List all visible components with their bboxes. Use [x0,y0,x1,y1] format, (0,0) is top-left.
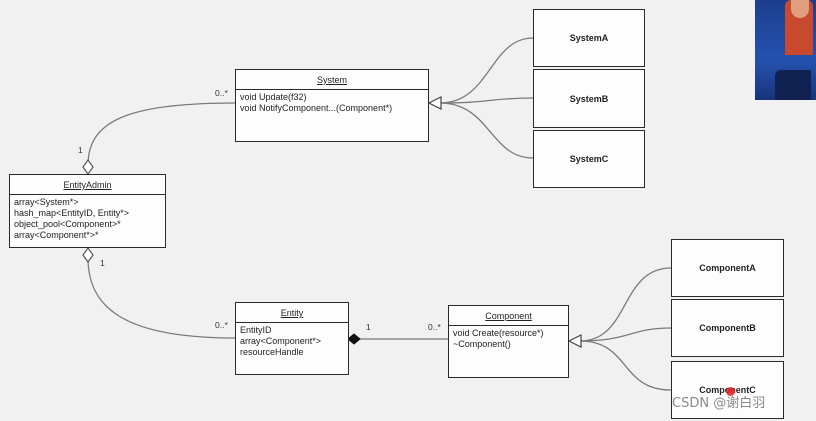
aggregation-diamond-admin-system [82,158,94,176]
class-entity-admin-title: EntityAdmin [10,175,165,195]
member: void NotifyComponent...(Component*) [240,103,393,113]
class-system-title: System [236,70,428,90]
inheritance-component-c [579,340,672,391]
class-component-members: void Create(resource*) ~Component() [449,326,568,352]
member: EntityID [240,325,272,335]
cursor-dot [726,387,735,396]
class-system-b: SystemB [533,69,645,128]
class-component-a: ComponentA [671,239,784,297]
member: array<Component*>* [14,230,99,240]
class-entity: Entity EntityID array<Component*> resour… [235,302,349,375]
generalization-arrow-component [567,334,582,348]
class-system-members: void Update(f32) void NotifyComponent...… [236,90,428,116]
multiplicity-label: 0..* [428,322,441,332]
class-system-a: SystemA [533,9,645,67]
association-admin-entity [87,257,236,339]
class-component-b: ComponentB [671,299,784,357]
member: void Update(f32) [240,92,307,102]
class-entity-members: EntityID array<Component*> resourceHandl… [236,323,348,360]
inheritance-system-a [439,37,534,104]
multiplicity-label: 1 [366,322,371,332]
generalization-arrow-system [427,96,442,110]
class-entity-admin-members: array<System*> hash_map<EntityID, Entity… [10,195,165,243]
logo-shape [775,70,811,100]
inheritance-system-c [439,102,534,159]
member: array<System*> [14,197,79,207]
member: object_pool<Component>* [14,219,121,229]
inheritance-component-b [579,327,672,342]
member: hash_map<EntityID, Entity*> [14,208,130,218]
member: void Create(resource*) [453,328,544,338]
member: ~Component() [453,339,511,349]
class-component-b-title: ComponentB [699,323,756,333]
multiplicity-label: 0..* [215,88,228,98]
class-entity-title: Entity [236,303,348,323]
class-system-b-title: SystemB [569,93,609,104]
class-component-a-title: ComponentA [699,263,756,273]
class-component: Component void Create(resource*) ~Compon… [448,305,569,378]
aggregation-diamond-admin-entity [82,246,94,264]
member: array<Component*> [240,336,322,346]
member: resourceHandle [240,347,304,357]
inheritance-system-b [439,97,534,104]
watermark: CSDN @谢白羽 [672,396,766,411]
class-system: System void Update(f32) void NotifyCompo… [235,69,429,142]
presenter-head [791,0,809,18]
class-system-c-title: SystemC [569,154,609,164]
webcam-overlay [755,0,816,100]
association-admin-system [87,102,236,166]
class-system-c: SystemC [533,130,645,188]
class-component-title: Component [449,306,568,326]
class-system-a-title: SystemA [569,33,609,43]
multiplicity-label: 1 [78,145,83,155]
multiplicity-label: 1 [100,258,105,268]
class-entity-admin: EntityAdmin array<System*> hash_map<Enti… [9,174,166,248]
composition-diamond [347,333,361,345]
inheritance-component-a [579,267,672,342]
multiplicity-label: 0..* [215,320,228,330]
